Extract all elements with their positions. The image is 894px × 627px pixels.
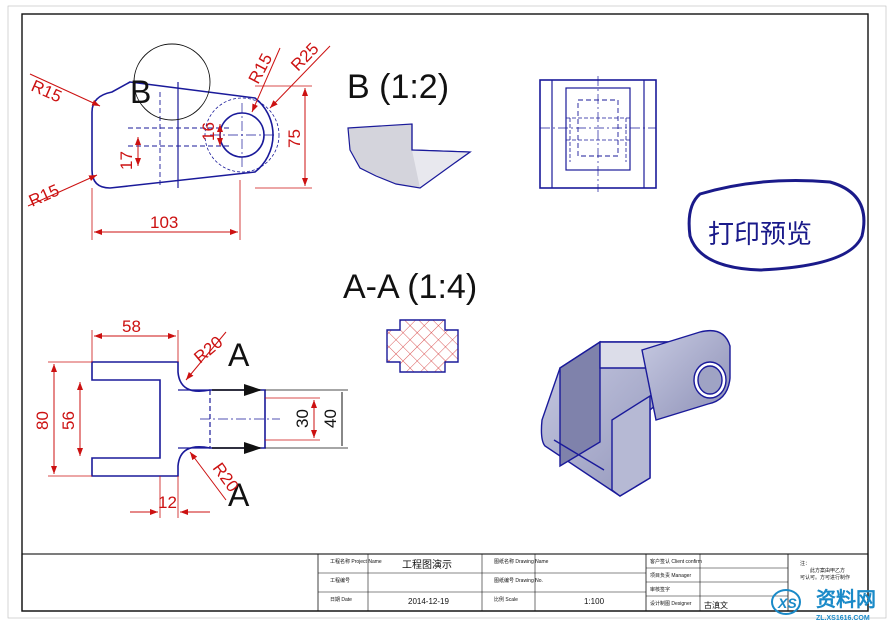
dim-leader [29, 73, 101, 107]
tb-date-label: 日期 Date [330, 597, 352, 603]
tb-notes-1: 此方案由甲乙方 [810, 567, 845, 574]
section-arrow [244, 442, 262, 454]
dim-top-103: 103 [150, 213, 178, 232]
top-view-boss [204, 97, 280, 173]
tb-drawing-name-label: 图纸名称 Drawing Name [494, 558, 549, 565]
dim-leader [251, 47, 281, 113]
detail-b-title: B (1:2) [347, 68, 449, 106]
tb-designer: 古滇文 [704, 600, 728, 610]
dim-leader [269, 45, 331, 109]
site-watermark: XS 资料网 ZL.XS1616.COM [771, 587, 876, 622]
tb-designer-label: 设计制图 Designer [650, 600, 692, 607]
detail-b-marker: B [130, 74, 151, 110]
detail-b-view: B (1:2) [347, 68, 472, 189]
detail-b-circle [133, 43, 211, 121]
tb-notes-2: 可认可。方可进行制作 [800, 574, 850, 581]
tb-project-no-label: 工程编号 [330, 577, 350, 584]
section-marker-a-top: A [228, 337, 250, 373]
section-aa-shape [386, 319, 459, 373]
svg-text:XS: XS [777, 595, 797, 611]
front-view: A A 58 R20 R20 80 56 3 [33, 317, 348, 518]
dim-front-80: 80 [33, 411, 52, 430]
dim-front-40: 40 [321, 409, 340, 428]
print-preview-stamp: 打印预览 [687, 179, 866, 272]
isometric-view [540, 329, 731, 497]
section-arrow [244, 384, 262, 396]
dim-top-r15-b: R15 [26, 181, 62, 211]
dim-front-58: 58 [122, 317, 141, 336]
dim-top-17: 17 [117, 151, 136, 170]
section-aa-title: A-A (1:4) [343, 268, 477, 306]
tb-scale-label: 比例 Scale [494, 596, 518, 603]
detail-b-face [411, 149, 472, 189]
stamp-text: 打印预览 [708, 219, 812, 249]
tb-scale: 1:100 [584, 597, 605, 606]
section-marker-a-bottom: A [228, 477, 250, 513]
section-aa-view: A-A (1:4) [343, 268, 477, 373]
tb-client-label: 客户签认 Client confirm [650, 558, 702, 565]
tb-drawing-no-label: 图纸编号 Drawing No. [494, 577, 543, 584]
top-view: B R15 R15 R15 R25 16 17 75 [26, 39, 331, 240]
tb-manager-label: 项目负责 Manager [650, 572, 691, 579]
tb-drawing-name: 工程图演示 [402, 558, 452, 571]
tb-date: 2014-12-19 [408, 597, 449, 606]
watermark-site: 资料网 [816, 587, 876, 611]
tb-project-name-label: 工程名称 Project Name [330, 558, 382, 565]
side-view [539, 76, 657, 192]
dim-top-16: 16 [199, 122, 218, 141]
watermark-url: ZL.XS1616.COM [816, 615, 870, 622]
dim-front-30: 30 [293, 409, 312, 428]
tb-review-label: 审核签字 [650, 586, 670, 593]
dim-top-75: 75 [285, 129, 304, 148]
title-block: 工程名称 Project Name 图纸名称 Drawing Name 工程图演… [21, 553, 869, 612]
dim-top-r15-a: R15 [28, 76, 64, 106]
tb-notes-label: 注： [800, 560, 810, 567]
dim-top-r25: R25 [287, 39, 322, 75]
dim-front-56: 56 [59, 411, 78, 430]
dim-front-12: 12 [158, 493, 177, 512]
dim-leader [27, 174, 98, 207]
outer-frame [7, 5, 887, 619]
